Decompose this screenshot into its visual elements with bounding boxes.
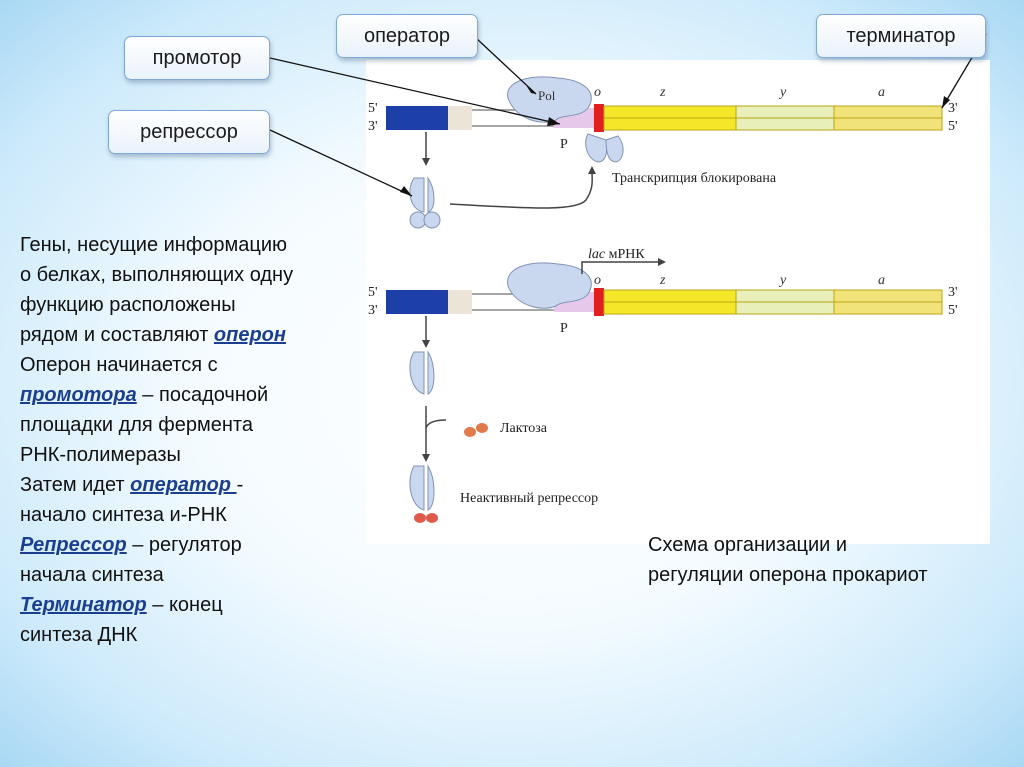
strand-3-label: 3' <box>368 119 378 134</box>
lac-mrna-label: lac мРНК <box>588 247 645 262</box>
text-line-5: Оперон начинается с <box>20 354 218 376</box>
text-line-9: Затем идет оператор - <box>20 474 244 496</box>
text-line-2: о белках, выполняющих одну <box>20 264 294 286</box>
text-line-13: Терминатор – конец <box>20 594 223 616</box>
transcription-blocked-label: Транскрипция блокирована <box>612 171 777 186</box>
text-line-11: Репрессор – регулятор <box>20 534 242 556</box>
text-line-12: начала синтеза <box>20 564 164 586</box>
bound-repressor <box>585 133 608 163</box>
rna-polymerase-2 <box>507 262 592 309</box>
text-line-8: РНК-полимеразы <box>20 444 181 466</box>
term-promoter: промотора <box>20 384 137 406</box>
terminator-callout: терминатор <box>816 14 986 58</box>
term-operon: оперон <box>213 324 286 346</box>
lactose-label: Лактоза <box>500 421 548 436</box>
caption-line-2: регуляции оперона прокариот <box>648 564 928 586</box>
text-line-4: рядом и составляют оперон <box>20 324 286 346</box>
gene-y-letter-2: y <box>778 273 787 288</box>
operon-diagram: 5' 3' 3' 5' o z y a Pol <box>368 76 958 523</box>
strand-3-label-2: 3' <box>368 303 378 318</box>
repressor-callout: репрессор <box>108 110 270 154</box>
repressor-middle <box>409 350 435 395</box>
regulator-gene-2 <box>386 290 448 314</box>
term-terminator: Терминатор <box>20 594 147 616</box>
promoter-p-label-2: P <box>560 321 568 336</box>
operator-callout: оператор <box>336 14 478 58</box>
gene-z-letter: z <box>659 85 666 100</box>
strand-5-right-label-2: 5' <box>948 303 958 318</box>
spacer-segment <box>448 106 472 130</box>
regulator-gene <box>386 106 448 130</box>
free-repressor <box>409 176 441 229</box>
text-line-1: Гены, несущие информацию <box>20 234 288 256</box>
strand-5-label: 5' <box>368 101 378 116</box>
inactive-repressor <box>409 464 438 523</box>
gene-z-letter-2: z <box>659 273 666 288</box>
lactose-molecules <box>464 423 488 437</box>
operator-letter-2: o <box>594 273 601 288</box>
dna-bottom: 5' 3' 3' 5' o z y a P <box>368 247 958 336</box>
promoter-callout: промотор <box>124 36 270 80</box>
term-operator: оператор <box>130 474 237 496</box>
text-line-6: промотора – посадочной <box>20 384 269 406</box>
explanation-text: Гены, несущие информацию о белках, выпол… <box>20 230 375 650</box>
pol-label: Pol <box>538 88 556 103</box>
caption-line-1: Схема организации и <box>648 534 848 556</box>
text-line-7: площадки для фермента <box>20 414 253 436</box>
gene-a-letter-2: a <box>878 273 885 288</box>
operator-letter: o <box>594 85 601 100</box>
text-line-10: начало синтеза и-РНК <box>20 504 227 526</box>
operator-region-2 <box>594 288 604 316</box>
gene-a-letter: a <box>878 85 885 100</box>
strand-5-right-label: 5' <box>948 119 958 134</box>
inactive-repressor-label: Неактивный репрессор <box>460 491 598 506</box>
strand-5-label-2: 5' <box>368 285 378 300</box>
text-line-14: синтеза ДНК <box>20 624 138 646</box>
dna-top: 5' 3' 3' 5' o z y a Pol <box>368 76 958 163</box>
gene-y-letter: y <box>778 85 787 100</box>
promoter-p-label: P <box>560 137 568 152</box>
text-line-3: функцию расположены <box>20 294 236 316</box>
figure-caption: Схема организации и регуляции оперона пр… <box>648 530 1018 590</box>
strand-3-right-label: 3' <box>948 101 958 116</box>
strand-3-right-label-2: 3' <box>948 285 958 300</box>
diagram-panel: 5' 3' 3' 5' o z y a Pol <box>366 60 990 544</box>
operator-region <box>594 104 604 132</box>
term-repressor: Репрессор <box>20 534 127 556</box>
